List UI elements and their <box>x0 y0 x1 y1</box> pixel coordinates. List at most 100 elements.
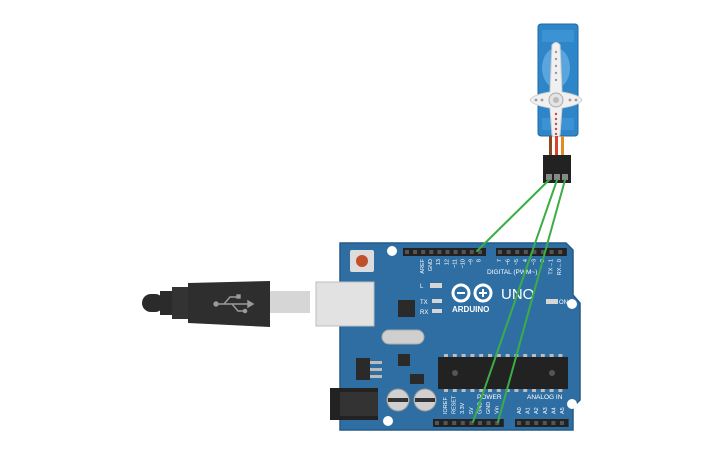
digital-right-pin[interactable] <box>558 250 563 254</box>
digital-left-pin[interactable] <box>445 250 450 254</box>
mount-hole <box>567 299 577 309</box>
power-label: POWER <box>477 394 502 401</box>
analog-pin[interactable] <box>542 421 547 425</box>
arduino-logo-icon <box>451 283 493 303</box>
digital-left-strip <box>403 248 486 256</box>
digital-left-pin[interactable] <box>421 250 426 254</box>
chip-pin <box>461 389 466 392</box>
digital-left-pin[interactable] <box>405 250 409 254</box>
digital-left-pin[interactable] <box>437 250 442 254</box>
pin-label: 4 <box>523 259 529 262</box>
chip-notch <box>549 370 555 376</box>
wire-signal-to-pin9[interactable] <box>476 179 550 252</box>
chip-pin <box>461 354 466 357</box>
analog-label: ANALOG IN <box>527 394 563 401</box>
digital-left-pin[interactable] <box>461 250 466 254</box>
led-l-label: L <box>420 284 424 290</box>
led-rx-label: RX <box>420 310 428 316</box>
digital-right-pin[interactable] <box>506 250 511 254</box>
pin-label: GND <box>428 259 434 271</box>
pin-label: 3.3V <box>460 402 466 414</box>
chip-pin <box>452 389 457 392</box>
digital-left-pin[interactable] <box>477 250 482 254</box>
analog-strip <box>515 419 569 427</box>
digital-right-pin[interactable] <box>515 250 520 254</box>
analog-pin[interactable] <box>560 421 564 425</box>
pin-label: ~9 <box>469 259 475 265</box>
pin-label: ~5 <box>514 259 520 265</box>
digital-right-pin[interactable] <box>541 250 545 254</box>
chip-pin <box>488 389 492 392</box>
pin-label: ~11 <box>452 259 458 268</box>
analog-pin[interactable] <box>517 421 521 425</box>
usb-icon <box>213 294 255 314</box>
horn-hole <box>554 71 558 75</box>
power-strip <box>433 419 504 427</box>
chip-pin <box>470 354 475 357</box>
chip-pin <box>470 389 475 392</box>
pin-label: 12 <box>444 259 450 265</box>
pin-label: RESET <box>452 395 458 414</box>
header-analog <box>515 419 569 427</box>
digital-left-pin[interactable] <box>469 250 474 254</box>
digital-right-pin[interactable] <box>523 250 528 254</box>
voltage-regulator <box>356 358 370 380</box>
wire-power-to-5v[interactable] <box>472 179 558 423</box>
power-pin[interactable] <box>478 421 482 425</box>
horn-hole <box>554 122 558 126</box>
chip-pin <box>444 354 448 357</box>
pin-label: ~6 <box>506 259 512 265</box>
analog-pin[interactable] <box>551 421 556 425</box>
horn-hole <box>568 98 572 102</box>
header-digital-left <box>403 248 486 256</box>
power-pin[interactable] <box>452 421 457 425</box>
chip-pin <box>496 354 501 357</box>
digital-left-pin[interactable] <box>413 250 418 254</box>
servo[interactable] <box>529 23 583 183</box>
pin-label: A5 <box>560 407 566 414</box>
header-power <box>433 419 504 427</box>
usb-cable[interactable] <box>142 281 310 327</box>
atmega-chip <box>438 357 568 389</box>
horn-hole <box>574 98 578 102</box>
regulator-pin <box>370 375 382 378</box>
wire-ground-to-gnd[interactable] <box>497 179 566 423</box>
pin-label: GND <box>477 402 483 414</box>
digital-right-pin[interactable] <box>498 250 502 254</box>
digital-left-pin[interactable] <box>453 250 458 254</box>
chip-pin <box>444 389 448 392</box>
pin-label: Vin <box>495 406 501 414</box>
power-pin[interactable] <box>443 421 448 425</box>
chip-pin <box>532 354 536 357</box>
arduino-board[interactable]: L TX RX ON ARDUINO UNO DIGITAL (PWM~) PO… <box>315 242 581 431</box>
usb-cable-end <box>142 294 164 312</box>
digital-right-pin[interactable] <box>549 250 554 254</box>
power-pin[interactable] <box>469 421 474 425</box>
chip-pin <box>514 389 519 392</box>
power-pin[interactable] <box>495 421 500 425</box>
servo-pin[interactable] <box>546 174 552 180</box>
analog-pin[interactable] <box>534 421 539 425</box>
analog-pin[interactable] <box>525 421 530 425</box>
digital-left-pin[interactable] <box>429 250 434 254</box>
servo-pin[interactable] <box>554 174 560 180</box>
reset-button-cap[interactable] <box>356 255 368 267</box>
chip-pin <box>540 354 545 357</box>
horn-hole <box>554 64 558 68</box>
pin-label: 5V <box>469 407 475 414</box>
pin-label: A1 <box>526 407 532 414</box>
led-tx-label: TX <box>420 300 428 306</box>
pin-label: A4 <box>551 407 557 414</box>
chip-pin <box>558 389 563 392</box>
power-pin[interactable] <box>486 421 491 425</box>
usb-cable-strain <box>160 291 174 315</box>
power-pin[interactable] <box>460 421 465 425</box>
digital-right-pin[interactable] <box>532 250 537 254</box>
usb-chip <box>398 300 415 317</box>
power-pin[interactable] <box>435 421 439 425</box>
chip-pin <box>523 389 528 392</box>
pin-label: ~3 <box>531 259 537 265</box>
servo-pin[interactable] <box>562 174 568 180</box>
horn-holes <box>534 50 578 136</box>
